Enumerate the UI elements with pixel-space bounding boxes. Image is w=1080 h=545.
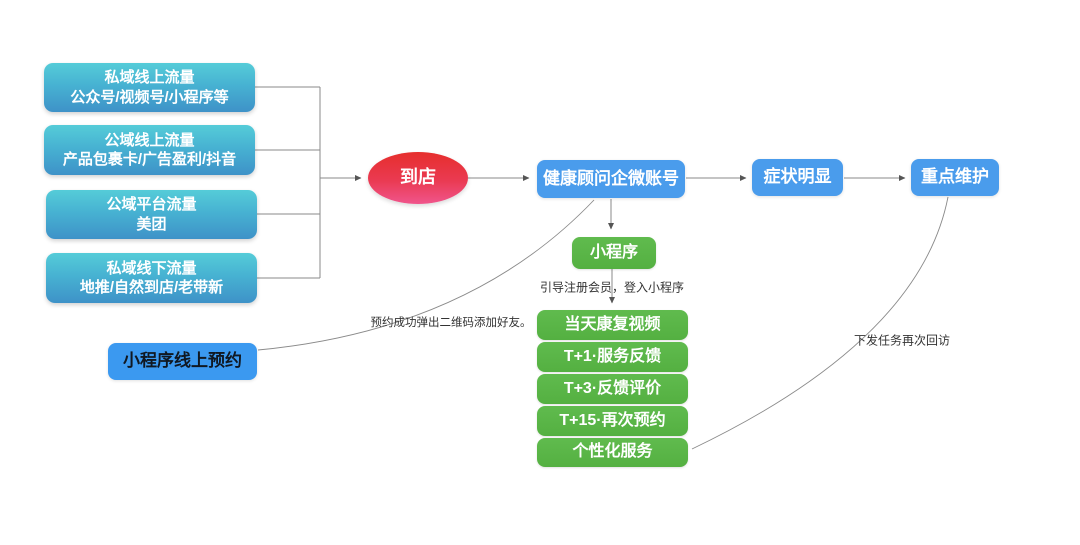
edge-maintain-to-personal <box>691 196 949 450</box>
service-box-personalized: 个性化服务 <box>537 438 688 467</box>
consultant-label: 健康顾问企微账号 <box>543 168 679 188</box>
source-detail: 公众号/视频号/小程序等 <box>70 88 229 106</box>
source-box-private-offline: 私域线下流量 地推/自然到店/老带新 <box>46 253 257 303</box>
maintain-label: 重点维护 <box>921 167 989 187</box>
edge-label-register: 引导注册会员，登入小程序 <box>539 280 685 295</box>
maintain-node: 重点维护 <box>911 159 999 196</box>
source-box-public-online: 公域线上流量 产品包裹卡/广告盈利/抖音 <box>44 125 255 175</box>
service-label: T+3·反馈评价 <box>563 379 662 397</box>
symptom-label: 症状明显 <box>763 167 832 187</box>
service-label: 个性化服务 <box>572 443 653 461</box>
service-box-t3-review: T+3·反馈评价 <box>537 374 688 404</box>
edge-booking-to-consultant <box>257 199 595 351</box>
consultant-wecom-node: 健康顾问企微账号 <box>537 160 685 198</box>
symptom-node: 症状明显 <box>752 159 843 196</box>
source-box-public-platform: 公域平台流量 美团 <box>46 190 257 239</box>
service-box-t1-feedback: T+1·服务反馈 <box>537 342 688 372</box>
source-detail: 地推/自然到店/老带新 <box>79 279 224 296</box>
service-label: T+15·再次预约 <box>559 411 666 429</box>
service-label: T+1·服务反馈 <box>563 347 662 365</box>
source-title: 公域平台流量 <box>106 196 197 213</box>
store-node: 到店 <box>368 152 468 204</box>
source-title: 公域线上流量 <box>104 131 195 149</box>
service-box-t15-rebook: T+15·再次预约 <box>537 406 688 436</box>
service-label: 当天康复视频 <box>564 315 661 333</box>
booking-label: 小程序线上预约 <box>123 351 242 371</box>
miniprogram-node: 小程序 <box>572 237 656 269</box>
miniprogram-label: 小程序 <box>589 243 638 261</box>
edge-label-revisit: 下发任务再次回访 <box>853 333 951 348</box>
edge-label-booking-qr: 预约成功弹出二维码添加好友。 <box>370 317 532 329</box>
booking-node: 小程序线上预约 <box>108 343 257 380</box>
service-box-recovery-video: 当天康复视频 <box>537 310 688 340</box>
source-box-private-online: 私域线上流量 公众号/视频号/小程序等 <box>44 63 255 112</box>
store-label: 到店 <box>400 167 436 188</box>
source-title: 私域线下流量 <box>106 259 197 277</box>
source-detail: 美团 <box>136 215 167 233</box>
source-detail: 产品包裹卡/广告盈利/抖音 <box>62 151 237 168</box>
source-title: 私域线上流量 <box>104 69 195 86</box>
